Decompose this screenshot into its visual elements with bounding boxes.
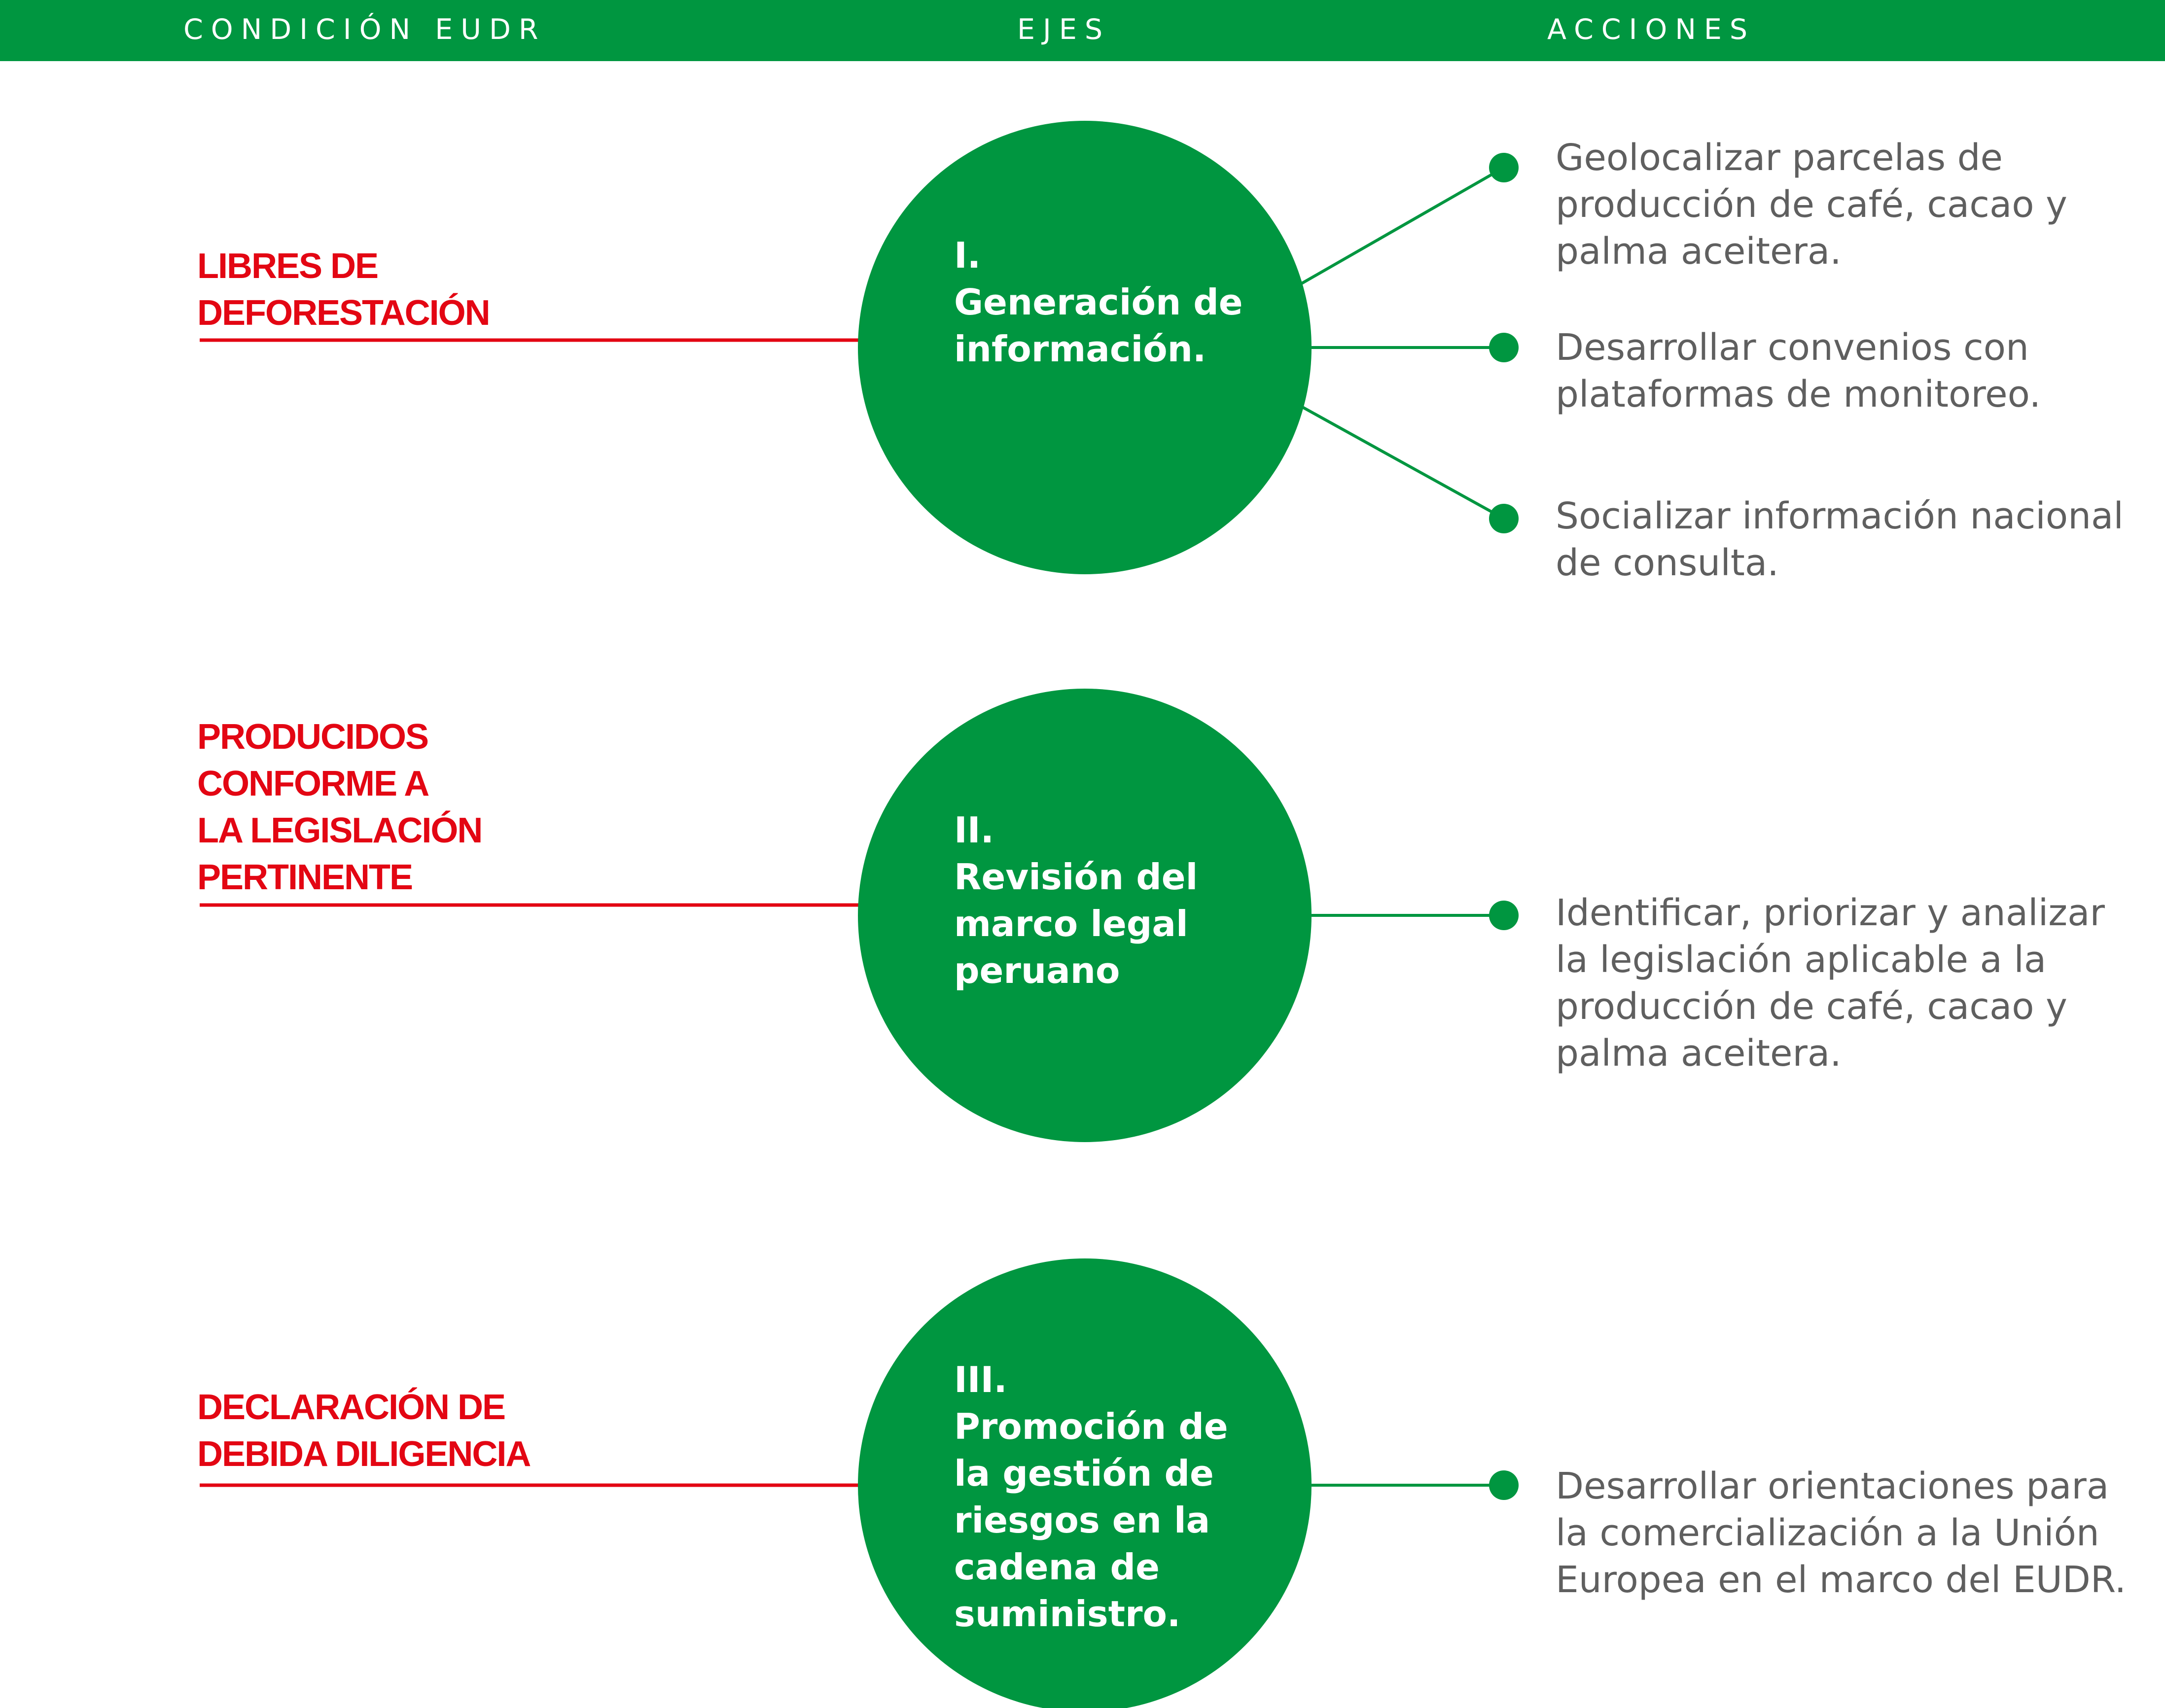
action-bullet-1a <box>1489 153 1519 182</box>
action-bullet-3a <box>1489 1470 1519 1500</box>
action-1c: Socializar información nacional de consu… <box>1556 495 2124 584</box>
action-connector-1c <box>1301 405 1505 520</box>
action-bullet-1b <box>1489 333 1519 362</box>
action-bullet-2a <box>1489 901 1519 930</box>
axis-circle-3 <box>858 1258 1312 1708</box>
axis-2-text: II. Revisión del marco legal peruano <box>954 809 1198 991</box>
axis-1-text: I. Generación de información. <box>954 235 1243 370</box>
action-connector-1a <box>1301 166 1505 285</box>
action-1a: Geolocalizar parcelas de producción de c… <box>1556 137 2067 273</box>
action-bullet-1c <box>1489 504 1519 533</box>
axis-circle-2 <box>858 689 1312 1142</box>
axis-3-text: III. Promoción de la gestión de riesgos … <box>954 1359 1228 1635</box>
header-axes: EJES <box>1017 13 1111 46</box>
header-condition: CONDICIÓN EUDR <box>183 13 546 46</box>
header-bar: CONDICIÓN EUDR EJES ACCIONES <box>0 0 2165 61</box>
header-actions: ACCIONES <box>1547 13 1756 46</box>
action-1b: Desarrollar convenios con plataformas de… <box>1556 326 2041 416</box>
condition-1: LIBRES DE DEFORESTACIÓN <box>197 246 491 333</box>
condition-3: DECLARACIÓN DE DEBIDA DILIGENCIA <box>197 1388 531 1474</box>
condition-2: PRODUCIDOS CONFORME A LA LEGISLACIÓN PER… <box>197 717 483 897</box>
action-2a: Identificar, priorizar y analizar la leg… <box>1556 892 2105 1075</box>
action-3a: Desarrollar orientaciones para la comerc… <box>1556 1465 2127 1601</box>
axis-circle-1 <box>858 121 1312 574</box>
